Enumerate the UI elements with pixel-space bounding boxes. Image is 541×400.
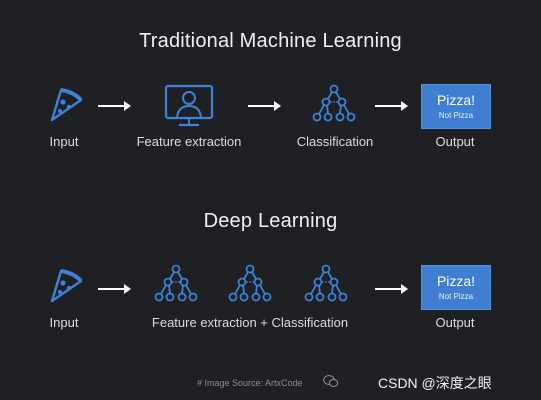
output-label: Output [435,315,475,330]
pizza-slice-icon [50,88,83,122]
tree-network-icon [228,264,272,302]
tree-network-icon [154,264,198,302]
output-sub-text: Not Pizza [438,111,474,120]
wechat-icon [323,375,339,388]
csdn-watermark: CSDN @深度之眼 [378,375,492,391]
tree-network-icon [304,264,348,302]
feature-extraction-label: Feature extraction [136,134,242,149]
image-source-text: # Image Source: ArtxCode [197,378,303,388]
arrow-right-icon [98,284,131,294]
output-label: Output [435,134,475,149]
deep-learning-title: Deep Learning [203,210,338,232]
pizza-slice-icon [50,269,83,303]
output-box: Pizza! Not Pizza [421,265,491,310]
arrow-right-icon [248,101,281,111]
classification-label: Classification [296,134,374,149]
output-sub-text: Not Pizza [438,292,474,301]
input-label: Input [49,315,79,330]
output-main-text: Pizza! [436,273,476,289]
arrow-right-icon [98,101,131,111]
output-main-text: Pizza! [436,92,476,108]
traditional-ml-title: Traditional Machine Learning [139,30,402,52]
arrow-right-icon [375,284,408,294]
arrow-right-icon [375,101,408,111]
tree-network-icon [312,84,356,122]
person-on-screen-icon [164,84,214,127]
output-box: Pizza! Not Pizza [421,84,491,129]
input-label: Input [49,134,79,149]
feature-extraction-classification-label: Feature extraction + Classification [151,315,349,330]
